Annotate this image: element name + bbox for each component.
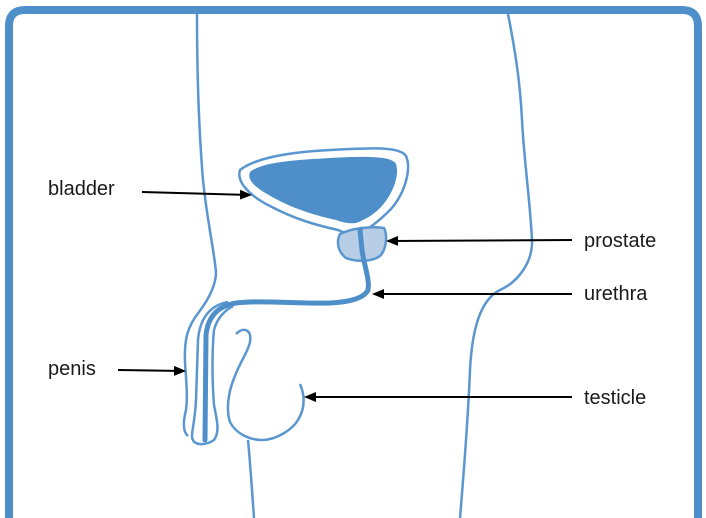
thigh-line (248, 440, 254, 518)
testicle-label: testicle (584, 387, 646, 409)
frame-border (9, 10, 698, 518)
urethra-tube (205, 230, 368, 440)
body-back-outline (460, 14, 532, 518)
prostate-label: prostate (584, 230, 656, 252)
bladder-label: bladder (48, 178, 115, 200)
penis-outline (192, 302, 233, 444)
scrotum-outline (228, 330, 304, 440)
urethra-label: urethra (584, 283, 648, 305)
bladder-arrow (142, 192, 250, 195)
penis-arrow (118, 370, 184, 371)
penis-label: penis (48, 358, 96, 380)
prostate-arrow (388, 240, 572, 241)
